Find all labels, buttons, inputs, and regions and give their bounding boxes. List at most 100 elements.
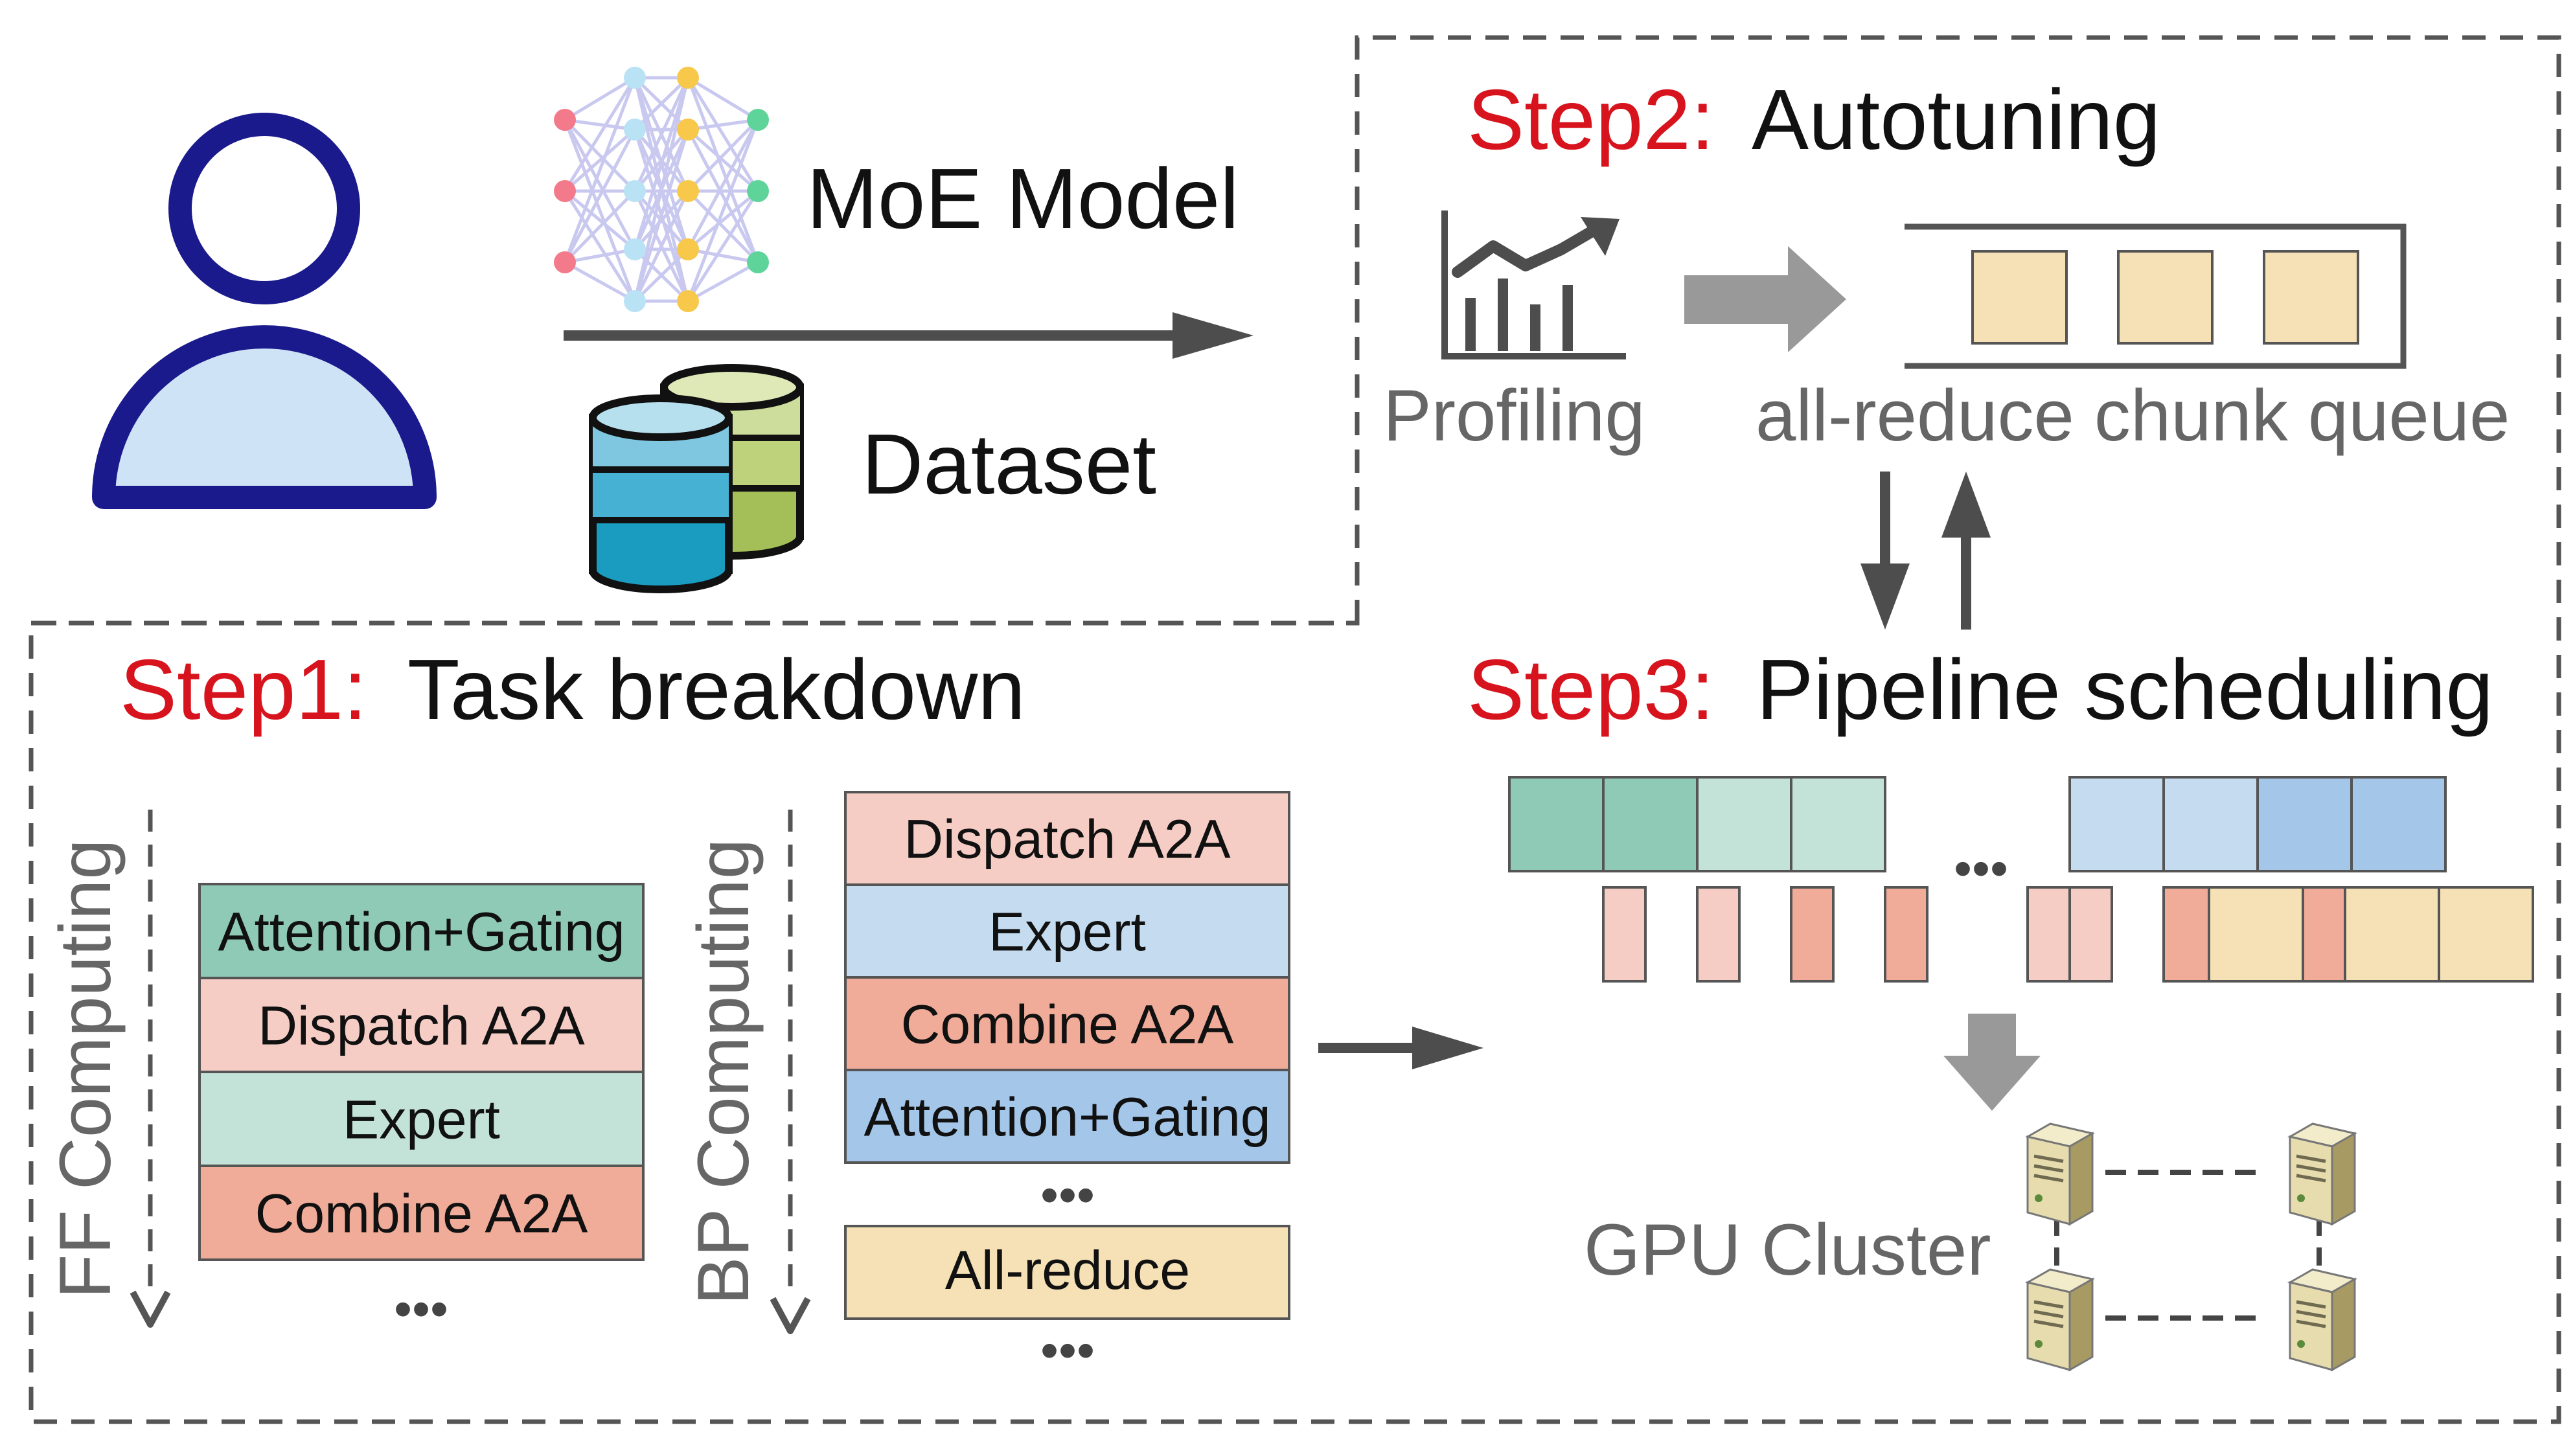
nn-edge — [633, 76, 690, 192]
step1-prefix: Step1: — [120, 642, 367, 737]
nn-node — [747, 251, 769, 273]
user-icon — [92, 113, 437, 509]
nn-edge — [564, 118, 635, 131]
server-icon — [2287, 1268, 2358, 1372]
pipeline-block — [2208, 886, 2304, 983]
nn-edge — [687, 190, 759, 264]
queue-chunk — [1971, 250, 2068, 345]
ff-block-label-3: Expert — [343, 1089, 500, 1150]
nn-node — [677, 67, 699, 89]
nn-edge — [687, 247, 759, 264]
nn-node — [677, 180, 699, 202]
ff-block-1 — [198, 883, 645, 979]
nn-edge — [563, 190, 637, 302]
pipeline-block — [1602, 776, 1699, 872]
step3-name: Pipeline scheduling — [1756, 642, 2493, 737]
pipeline-block — [1884, 886, 1928, 983]
bp-allreduce-label: All-reduce — [945, 1240, 1190, 1301]
input-arrow — [564, 312, 1253, 359]
step2-step3-arrows — [1860, 472, 1991, 630]
queue-chunk — [2117, 250, 2214, 345]
server-icon — [2024, 1268, 2096, 1372]
nn-edge — [686, 119, 760, 302]
nn-edge — [634, 248, 689, 302]
profiling-chart-icon — [1441, 210, 1626, 359]
server-icon — [2287, 1122, 2358, 1226]
nn-edge — [633, 129, 690, 302]
ff-arrowhead — [130, 1290, 171, 1328]
nn-edge — [563, 119, 637, 302]
ff-block-label-1: Attention+Gating — [218, 902, 624, 962]
step3-title: Step3: Pipeline scheduling — [1467, 642, 2493, 737]
nn-edge — [564, 76, 636, 122]
nn-edge — [563, 77, 637, 263]
nn-edge — [564, 128, 636, 192]
dataset-label: Dataset — [862, 416, 1156, 512]
bp-allreduce-block — [844, 1225, 1290, 1320]
pipeline-block — [2256, 776, 2353, 872]
nn-edge — [687, 128, 759, 192]
nn-edge — [633, 190, 690, 302]
bp-computing-label: BP Computing — [683, 839, 764, 1305]
pipeline-block — [2026, 886, 2071, 983]
nn-edge — [563, 128, 637, 264]
pipeline-block — [2162, 886, 2210, 983]
bp-block-label-4: Attention+Gating — [864, 1087, 1270, 1148]
nn-edge — [564, 260, 636, 303]
nn-node — [677, 119, 699, 141]
pipeline-block — [1696, 776, 1792, 872]
nn-edge — [563, 76, 637, 192]
ff-ellipsis: ••• — [394, 1280, 448, 1337]
nn-node — [624, 67, 646, 89]
pipeline-timeline — [1508, 776, 2534, 983]
gpu-cluster-label: GPU Cluster — [1584, 1209, 1991, 1290]
pipeline-block — [2438, 886, 2534, 983]
chunk-queue-items — [1971, 250, 2359, 345]
nn-edge — [687, 119, 759, 192]
bp-block-3 — [844, 976, 1290, 1071]
nn-edge — [687, 190, 759, 251]
nn-node — [624, 180, 646, 202]
bp-arrowhead — [770, 1297, 811, 1334]
step2-dashed-border — [29, 35, 2561, 1424]
nn-node — [624, 238, 646, 260]
nn-edge — [564, 119, 636, 192]
nn-edge — [687, 260, 759, 303]
pipeline-block — [2344, 886, 2440, 983]
nn-node — [624, 119, 646, 141]
nn-edge — [563, 119, 637, 251]
step2-prefix: Step2: — [1467, 72, 1715, 167]
pipeline-block — [1602, 886, 1647, 983]
profiling-to-queue-arrow — [1684, 246, 1846, 352]
nn-node — [677, 290, 699, 312]
nn-node — [747, 109, 769, 131]
pipeline-block — [2162, 776, 2259, 872]
step1-title: Step1: Task breakdown — [120, 642, 1025, 737]
server-icon — [2024, 1122, 2096, 1226]
bp-block-label-1: Dispatch A2A — [904, 809, 1230, 870]
nn-edge — [686, 77, 760, 263]
nn-node — [747, 180, 769, 202]
nn-node — [554, 180, 576, 202]
bp-block-label-3: Combine A2A — [901, 994, 1234, 1055]
nn-node — [677, 238, 699, 260]
gpu-cluster-icon — [2024, 1122, 2358, 1372]
schedule-to-cluster-arrow — [1943, 1014, 2041, 1111]
pipeline-block — [2068, 776, 2165, 872]
pipeline-block — [1508, 776, 1605, 872]
ff-computing-label: FF Computing — [45, 839, 126, 1299]
nn-node — [554, 251, 576, 273]
pipeline-block — [1696, 886, 1741, 983]
queue-chunk — [2263, 250, 2359, 345]
nn-edge — [634, 76, 689, 131]
database-icon — [589, 364, 804, 593]
pipeline-block — [1790, 886, 1835, 983]
pipeline-block — [2350, 776, 2447, 872]
ff-block-label-4: Combine A2A — [255, 1183, 588, 1244]
nn-edge — [564, 190, 636, 264]
ff-block-4 — [198, 1165, 645, 1261]
nn-edge — [686, 76, 760, 192]
